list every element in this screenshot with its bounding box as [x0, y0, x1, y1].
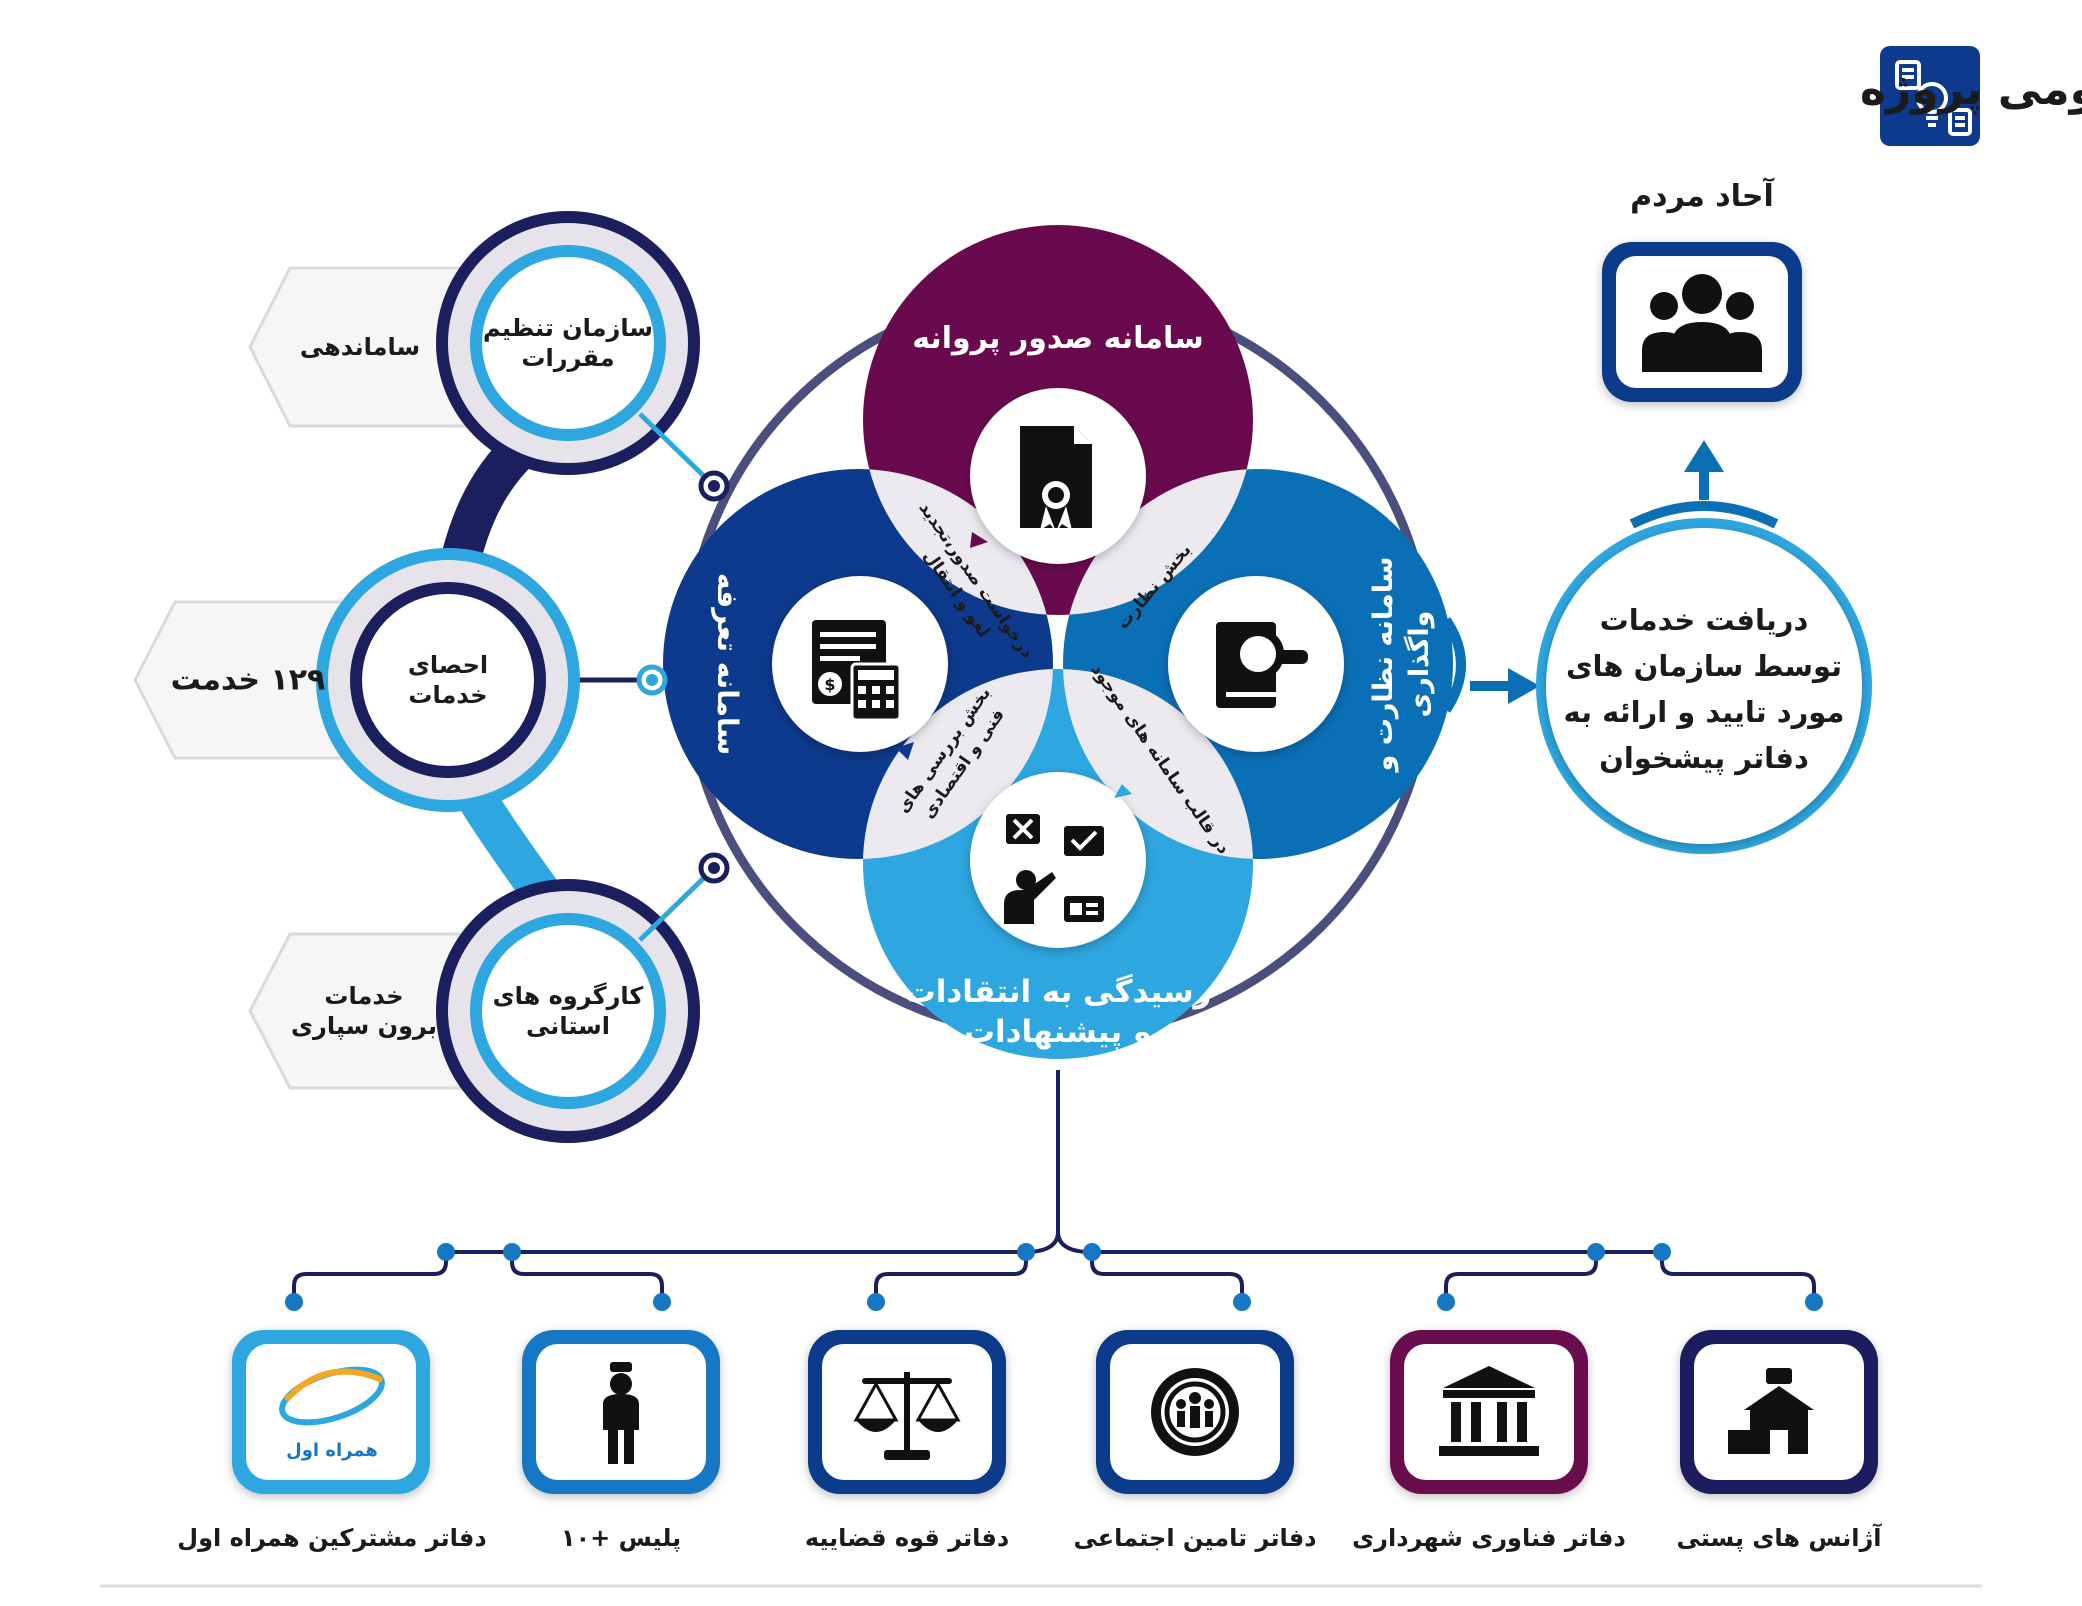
hamrah-aval-logo-text: همراه اول	[286, 1440, 378, 1461]
node-label-service-count: احصای خدمات	[407, 651, 489, 709]
idea-notes-icon-glyph	[1895, 60, 1972, 136]
feedback-title-line1: رسیدگی به انتقادات	[905, 973, 1212, 1010]
presenter-feedback-icon	[1004, 814, 1104, 924]
service-line-4: دفاتر پیشخوان	[1599, 741, 1809, 776]
service-line-2: توسط سازمان های	[1566, 649, 1842, 683]
office-label-5: دفاتر فناوری شهرداری	[1352, 1524, 1626, 1552]
people-label: آحاد مردم	[1630, 177, 1774, 214]
monitoring-title-line2: واگذاری	[1403, 611, 1435, 718]
monitoring-system-title: سامانه نظارت و واگذاری	[1368, 557, 1435, 774]
svg-text:$: $	[824, 675, 835, 694]
hamrah-aval-logo-icon: همراه اول	[279, 1366, 385, 1461]
tree-dots	[285, 1243, 1823, 1311]
tag-organizing: ساماندهی	[299, 333, 421, 361]
left-chain	[133, 211, 730, 1143]
people-box	[1602, 242, 1802, 402]
post-office-icon	[1728, 1368, 1814, 1454]
petal-top-right	[1063, 469, 1253, 615]
feedback-icon-disc	[970, 772, 1146, 948]
node-label-regulator: سازمان تنظیم مقررات	[483, 314, 653, 372]
bottom-tree	[292, 1070, 1816, 1302]
scales-of-justice-icon	[853, 1372, 961, 1460]
service-line-1: دریافت خدمات	[1600, 603, 1809, 637]
licensing-system-title: سامانه صدور پروانه	[912, 321, 1204, 356]
up-arrow-head	[1684, 440, 1724, 472]
monitoring-title-line1: سامانه نظارت و	[1368, 557, 1399, 774]
service-line-3: مورد تایید و ارائه به	[1564, 695, 1845, 729]
social-security-emblem-icon	[1151, 1368, 1239, 1456]
office-label-1: دفاتر مشترکین همراه اول	[177, 1524, 486, 1552]
office-label-4: دفاتر تامین اجتماعی	[1073, 1524, 1316, 1552]
document-magnifier-icon	[1216, 622, 1308, 708]
invoice-calculator-icon: $	[812, 620, 902, 722]
petal-top-left	[863, 469, 1053, 615]
tariff-system-title: سامانه تعرفه	[711, 573, 744, 755]
petal-bottom-right	[1063, 669, 1253, 859]
people-group-icon	[1642, 274, 1762, 372]
tag-service-count: ۱۲۹ خدمت	[170, 662, 326, 698]
petal-arrows	[896, 532, 1182, 798]
office-label-6: آژانس های پستی	[1676, 1523, 1882, 1552]
up-arc	[1629, 501, 1779, 529]
service-circle-text: دریافت خدمات توسط سازمان های مورد تایید …	[1564, 603, 1845, 776]
tag-outsourcing: خدمات برون سپاری	[291, 982, 437, 1040]
header: مدل مفهومی پروژه	[1860, 46, 2082, 146]
petal-bottom-left	[863, 669, 1053, 859]
government-building-icon	[1439, 1366, 1539, 1456]
service-circle	[1536, 518, 1872, 854]
node-service-count	[316, 548, 580, 812]
police-officer-icon	[603, 1362, 639, 1464]
to-service-arrow-head	[1508, 668, 1540, 704]
feedback-title-line2: و پیشنهادات	[964, 1014, 1152, 1050]
feedback-system-title: رسیدگی به انتقادات و پیشنهادات	[905, 973, 1212, 1050]
certificate-document-icon	[1020, 426, 1092, 532]
node-label-provincial-groups: کارگروه های استانی	[492, 982, 644, 1040]
bracket-arc	[1441, 617, 1466, 713]
node-provincial-groups	[436, 879, 700, 1143]
node-regulator	[436, 211, 700, 475]
page-title: مدل مفهومی پروژه	[1860, 64, 2082, 115]
office-label-3: دفاتر قوه قضاییه	[805, 1524, 1009, 1552]
office-label-2: پلیس +۱۰	[561, 1524, 681, 1552]
